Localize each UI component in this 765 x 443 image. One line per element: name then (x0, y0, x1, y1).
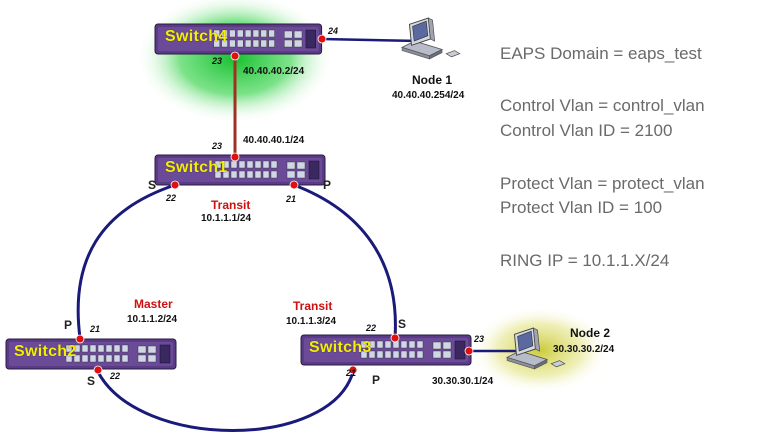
switch3-port23-label: 23 (474, 334, 485, 344)
eaps-domain-text: EAPS Domain = eaps_test (500, 44, 702, 63)
switch3-name: Switch3 (309, 339, 372, 356)
switch3-ring-ip-label: 10.1.1.3/24 (286, 316, 337, 327)
switch3-role-label: Transit (293, 299, 333, 313)
switch2-port21-label: 21 (90, 324, 101, 334)
port-dot-switch3-21 (348, 365, 358, 375)
protect-vlan-id-text: Protect Vlan ID = 100 (500, 198, 663, 217)
port-dot-switch4-24 (317, 34, 327, 44)
node1-name: Node 1 (412, 73, 453, 87)
node1-computer-icon (401, 17, 461, 60)
switch4-ip-label: 40.40.40.2/24 (243, 66, 305, 77)
switch3-port23-ip-label: 30.30.30.1/24 (432, 376, 494, 387)
switch1-port21-label: 21 (286, 194, 297, 204)
switch1-ip-label: 40.40.40.1/24 (243, 135, 305, 146)
switch1-name: Switch1 (165, 159, 228, 176)
ring-arc-switch2-to-switch3 (96, 371, 355, 432)
port-dot-switch2-22 (93, 365, 103, 375)
node2-name: Node 2 (570, 326, 611, 340)
switch3-port22-label: 22 (366, 323, 377, 333)
port-dot-switch1-22 (170, 180, 180, 190)
switch1-port22-label: 22 (166, 193, 177, 203)
control-vlan-text: Control Vlan = control_vlan (500, 96, 705, 115)
switch4-port24-label: 24 (328, 26, 339, 36)
switch4-port23-label: 23 (212, 56, 223, 66)
node1-ip: 40.40.40.254/24 (392, 90, 465, 101)
node2-glow (470, 306, 610, 394)
switch4-name: Switch4 (165, 28, 228, 45)
port-dot-switch2-21 (75, 334, 85, 344)
switch3-secondary-label: S (398, 317, 407, 331)
protect-vlan-text: Protect Vlan = protect_vlan (500, 174, 705, 193)
switch2-name: Switch2 (14, 343, 77, 360)
switch1-secondary-label: S (148, 178, 157, 192)
ring-arc-switch1-to-switch3 (293, 183, 397, 339)
port-dot-switch3-22 (390, 333, 400, 343)
switch2-secondary-label: S (87, 374, 96, 388)
switch1-ring-ip-label: 10.1.1.1/24 (201, 213, 252, 224)
switch2-ring-ip-label: 10.1.1.2/24 (127, 314, 178, 325)
port-dot-switch1-21 (289, 180, 299, 190)
switch3-port21-label: 21 (346, 368, 357, 378)
switch2-port22-label: 22 (110, 371, 121, 381)
link-switch4-node1 (321, 37, 421, 43)
ring-ip-text: RING IP = 10.1.1.X/24 (500, 251, 670, 270)
port-dot-switch4-23 (230, 51, 240, 61)
switch2-primary-label: P (64, 318, 73, 332)
port-dot-switch3-23 (464, 346, 474, 356)
port-dot-switch1-23 (230, 152, 240, 162)
ring-arc-switch1-to-switch2 (76, 183, 176, 339)
switch1-primary-label: P (323, 178, 332, 192)
switch1-port23-label: 23 (212, 141, 223, 151)
switch3-primary-label: P (372, 373, 381, 387)
switch1-role-label: Transit (211, 198, 251, 212)
node2-ip: 30.30.30.2/24 (553, 344, 615, 355)
control-vlan-id-text: Control Vlan ID = 2100 (500, 121, 673, 140)
switch2-role-label: Master (134, 297, 173, 311)
